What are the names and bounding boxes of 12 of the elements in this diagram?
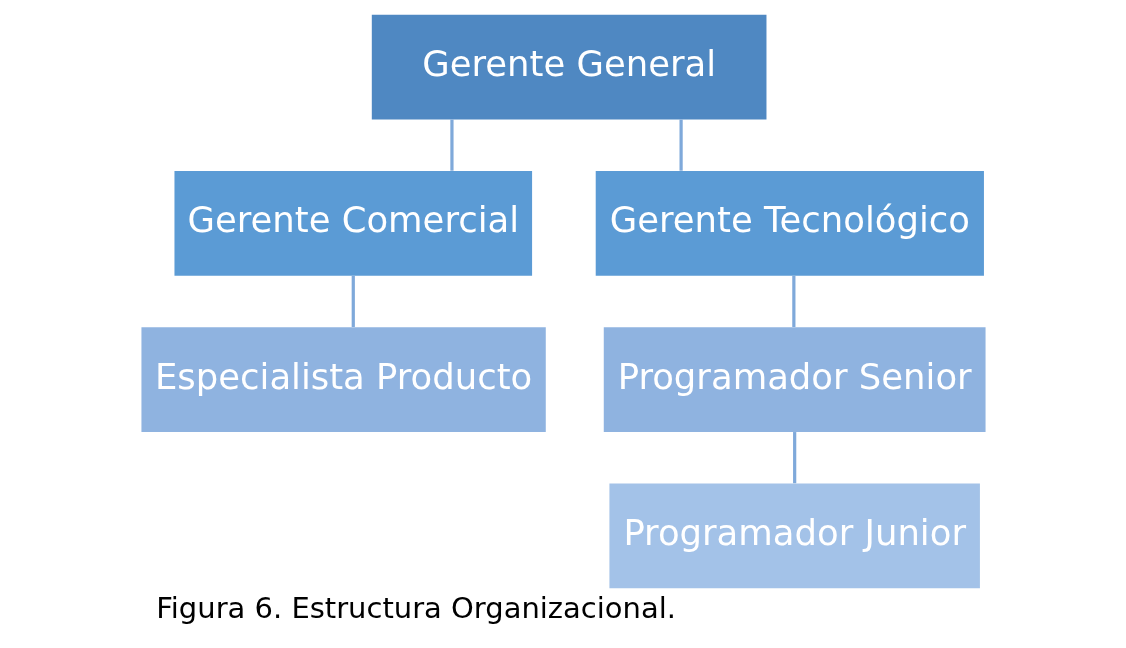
node-box: Programador Junior bbox=[608, 483, 980, 589]
connector bbox=[791, 275, 795, 327]
connector bbox=[679, 119, 683, 171]
caption: Figura 6. Estructura Organizacional. bbox=[155, 590, 676, 625]
node-box: Especialista Producto bbox=[140, 327, 546, 432]
connector bbox=[792, 432, 796, 484]
node-box: Gerente Comercial bbox=[173, 170, 532, 276]
node-box: Gerente General bbox=[371, 14, 766, 120]
node-box: Programador Senior bbox=[603, 327, 986, 432]
connector bbox=[351, 275, 355, 327]
node-box: Gerente Tecnológico bbox=[595, 170, 984, 276]
connector bbox=[449, 119, 454, 171]
